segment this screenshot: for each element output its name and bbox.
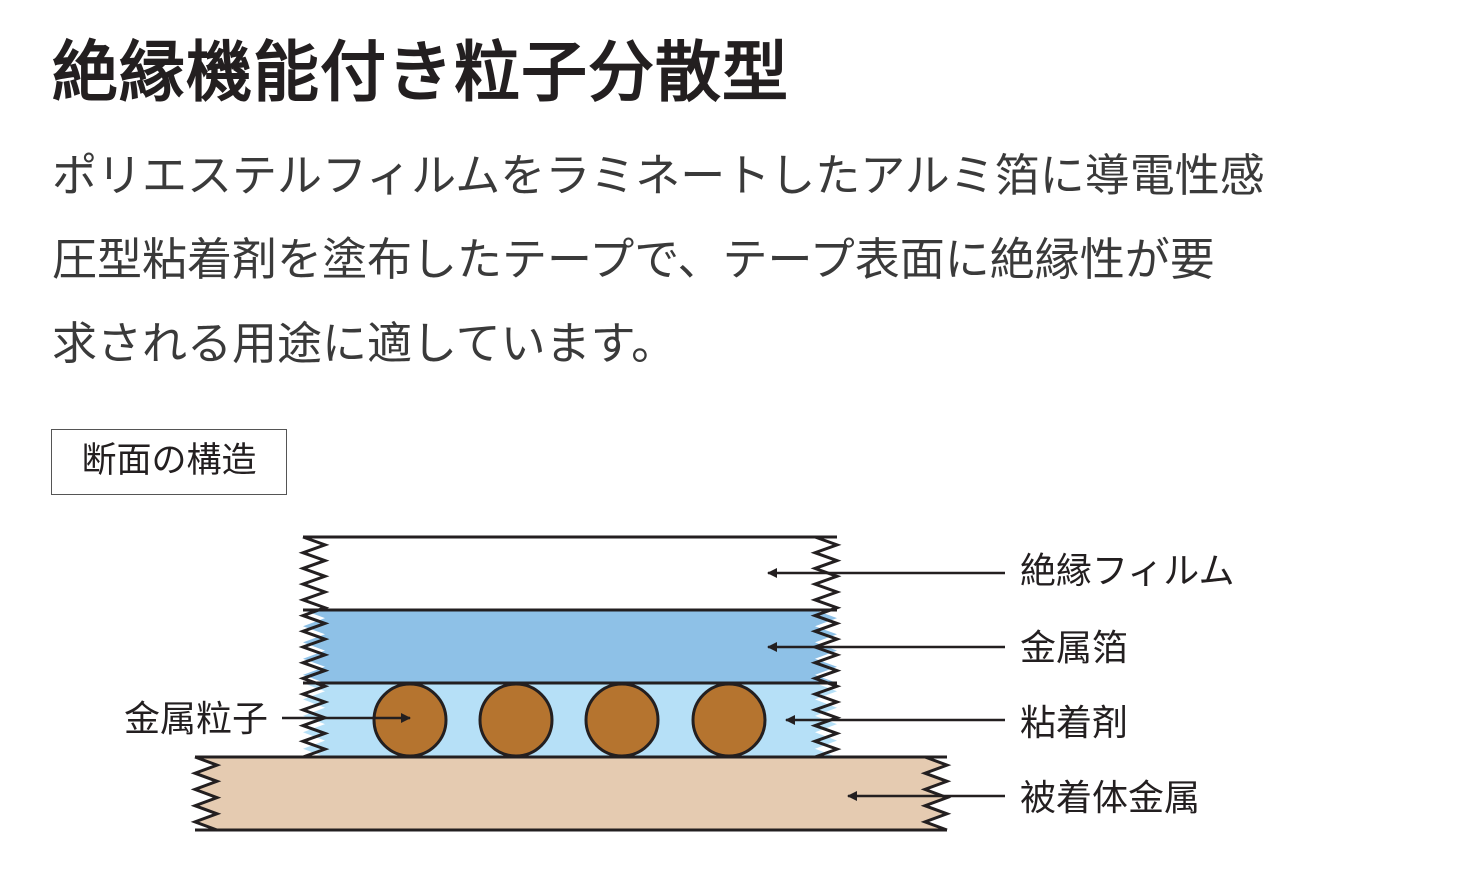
layer-metal-foil [303,610,837,683]
substrate-left-break [190,755,222,832]
layer-insulating-film [303,537,837,610]
section-label-cross-section: 断面の構造 [51,429,287,495]
substrate-metal-fill [195,757,947,830]
metal-particle-4 [691,682,767,758]
tape-left-break [298,535,330,759]
label-adhesive: 粘着剤 [1020,703,1128,744]
metal-particle-2 [478,682,554,758]
page-title: 絶縁機能付き粒子分散型 [52,34,789,111]
layer-substrate-metal [195,757,947,830]
label-substrate-metal: 被着体金属 [1020,778,1200,819]
leader-arrows [282,568,1005,801]
label-metal-particle: 金属粒子 [124,699,268,740]
description-line-2: 圧型粘着剤を塗布したテープで、テープ表面に絶縁性が要 [52,233,1215,286]
metal-particle-1 [372,682,448,758]
substrate-right-break [920,755,952,832]
layer-boundaries [195,535,947,832]
description-line-1: ポリエステルフィルムをラミネートしたアルミ箔に導電性感 [52,149,1265,202]
label-metal-foil: 金属箔 [1020,628,1128,669]
metal-particle-3 [584,682,660,758]
label-insulating-film: 絶縁フィルム [1020,551,1235,592]
insulating-film-fill [303,537,837,610]
description-line-3: 求される用途に適しています。 [52,317,677,370]
description: ポリエステルフィルムをラミネートしたアルミ箔に導電性感 圧型粘着剤を塗布したテー… [52,134,1442,386]
metal-foil-fill [303,610,837,683]
